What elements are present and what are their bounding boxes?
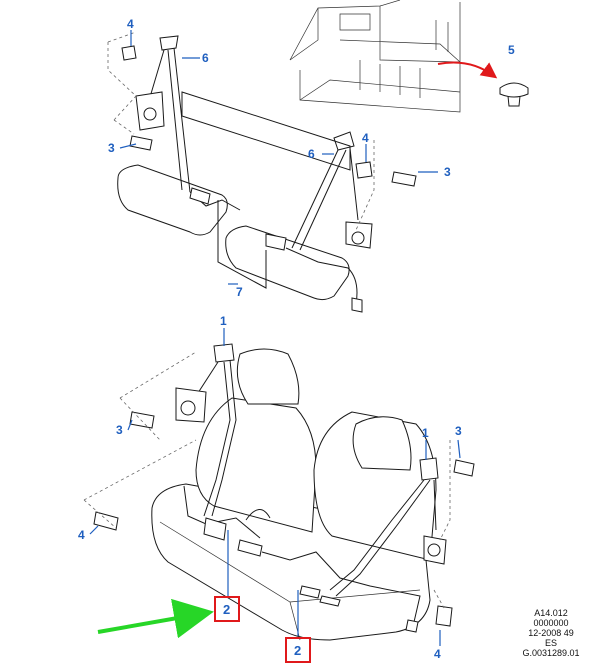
callout-4-right-bottom: 4 — [434, 647, 441, 661]
meta-line-4: ES — [544, 638, 557, 648]
callout-5: 5 — [508, 43, 515, 57]
meta-line-3: 12-2008 49 — [528, 628, 574, 638]
green-pointer-arrow — [97, 598, 214, 639]
callout-3-left-bottom: 3 — [116, 423, 123, 437]
callout-6-top: 6 — [202, 51, 209, 65]
callout-3-right-top: 3 — [444, 165, 451, 179]
meta-line-1: A14.012 — [534, 608, 568, 618]
callout-3-left-top: 3 — [108, 141, 115, 155]
highlight-box-right — [285, 637, 311, 663]
callout-4-left-bottom: 4 — [78, 528, 85, 542]
callout-2-left: 2 — [223, 602, 230, 617]
meta-line-5: G.0031289.01 — [522, 648, 580, 658]
highlight-box-left — [214, 596, 240, 622]
callout-4-mid: 4 — [362, 131, 369, 145]
vehicle-to-cap-arrow — [437, 61, 498, 79]
callout-7: 7 — [236, 285, 243, 299]
callout-4-top: 4 — [127, 17, 134, 31]
callout-1-left: 1 — [220, 314, 227, 328]
diagram-reference-block: A14.012 0000000 12-2008 49 ES G.0031289.… — [510, 608, 592, 658]
callout-6-mid: 6 — [308, 147, 315, 161]
callout-2-right: 2 — [294, 643, 301, 658]
cap-part — [499, 82, 529, 107]
leader-lines — [89, 30, 461, 646]
vehicle-rear-outline — [289, 0, 461, 113]
callout-1-right: 1 — [422, 426, 429, 440]
callout-3-right-bottom: 3 — [455, 424, 462, 438]
upper-seat-assembly — [107, 31, 417, 313]
meta-line-2: 0000000 — [533, 618, 569, 628]
lower-seat-assembly — [83, 343, 475, 641]
